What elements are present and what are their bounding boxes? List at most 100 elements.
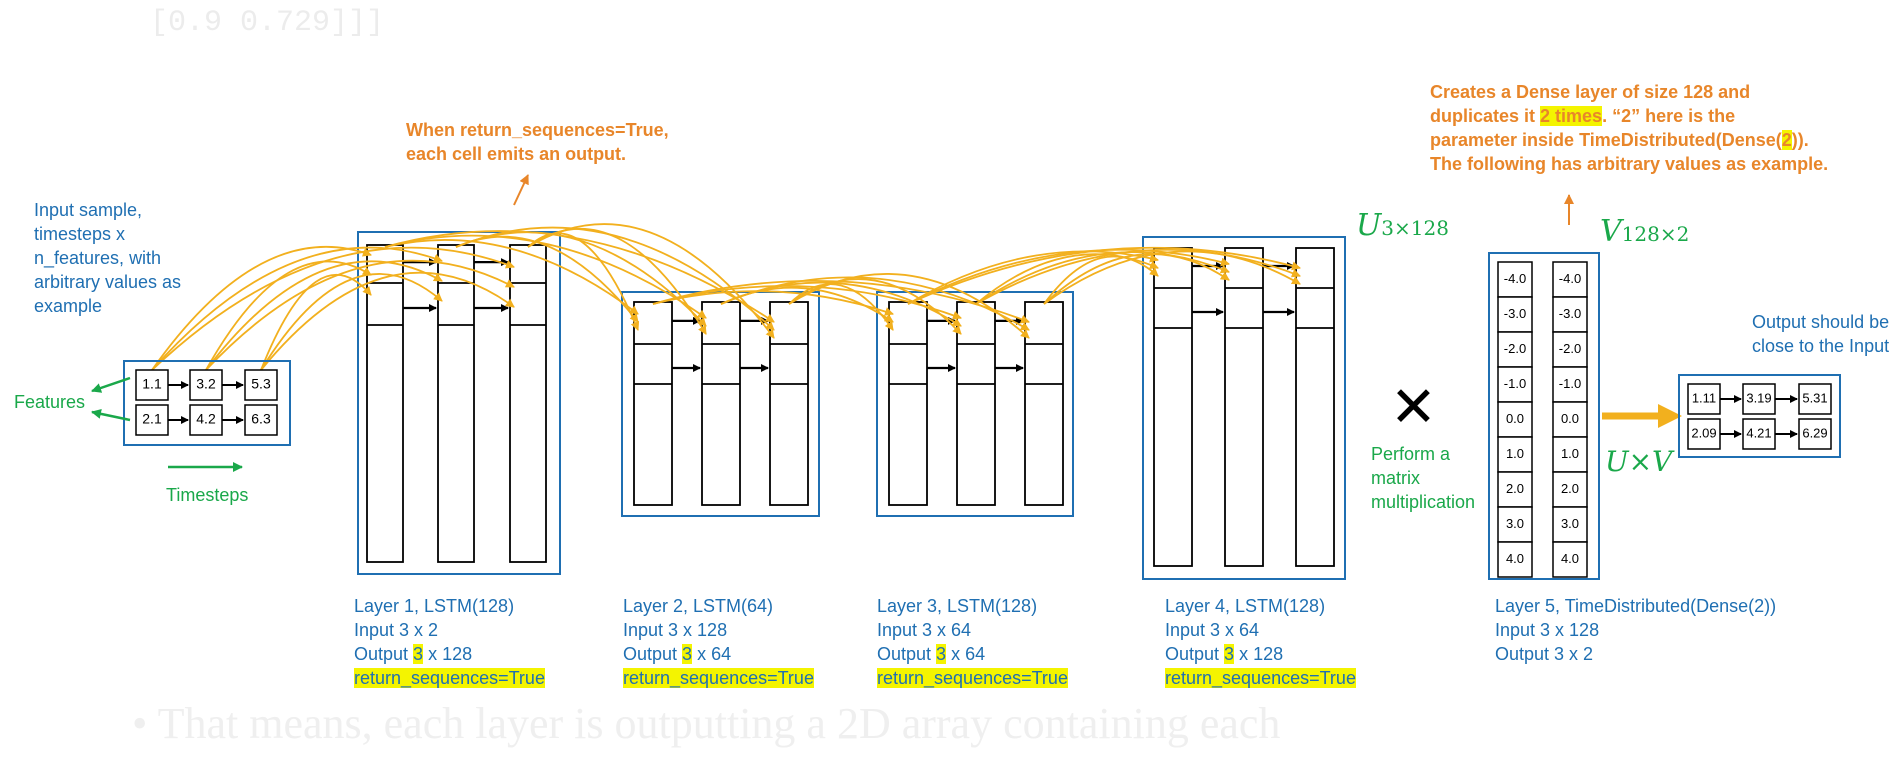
note-text: duplicates it — [1430, 106, 1541, 126]
layer-input: Input 3 x 2 — [354, 620, 439, 640]
input-value: 5.3 — [251, 376, 271, 392]
connection-curve — [151, 246, 443, 371]
dense-value: 0.0 — [1506, 411, 1524, 426]
output-value: 2.09 — [1691, 425, 1716, 440]
lstm-cell — [509, 244, 547, 563]
layer-output: Output 3 x 2 — [1495, 644, 1594, 664]
output-value: 1.11 — [1692, 390, 1716, 405]
layer-output: Output 3 x 64 — [623, 642, 814, 666]
input-desc-line: arbitrary values as — [34, 272, 182, 292]
layer-title: Layer 1, LSTM(128) — [354, 596, 515, 616]
dense-value: 2.0 — [1561, 481, 1579, 496]
dense-cell — [1552, 436, 1588, 473]
v-base: V — [1600, 214, 1622, 249]
matmul-label: Perform a matrix multiplication — [1371, 442, 1475, 514]
layer-output: Output 3 x 128 — [354, 642, 545, 666]
caption-text: Output — [877, 644, 937, 664]
dense-value: -3.0 — [1504, 306, 1526, 321]
input-value: 6.3 — [251, 411, 271, 427]
note-line: duplicates it 2 times. “2” here is the — [1430, 104, 1828, 128]
caption-text: x 128 — [423, 644, 473, 664]
output-label-line: close to the Input — [1752, 336, 1890, 356]
note-text: parameter inside TimeDistributed(Dense( — [1430, 130, 1782, 150]
output-value: 6.29 — [1802, 425, 1827, 440]
output-value: 4.21 — [1746, 425, 1771, 440]
caption-highlight: 3 — [682, 644, 693, 664]
input-cell — [189, 404, 223, 436]
layer-title: Layer 3, LSTM(128) — [877, 596, 1038, 616]
output-label: Output should be close to the Input — [1752, 310, 1889, 358]
layer-title: Layer 2, LSTM(64) — [623, 596, 774, 616]
note-line: When return_sequences=True, — [406, 120, 669, 140]
layer-3-caption: Layer 3, LSTM(128) Input 3 x 64 Output 3… — [877, 594, 1068, 690]
connection-curve — [788, 283, 894, 331]
dense-value: 4.0 — [1561, 551, 1579, 566]
layer-input: Input 3 x 128 — [623, 620, 728, 640]
dense-cell — [1552, 506, 1588, 543]
dense-value: -1.0 — [1504, 376, 1526, 391]
layer-1-caption: Layer 1, LSTM(128) Input 3 x 2 Output 3 … — [354, 594, 545, 690]
caption-highlight: 3 — [1224, 644, 1235, 664]
matmul-line: Perform a — [1371, 444, 1451, 464]
output-value: 3.19 — [1746, 390, 1771, 405]
multiply-icon: ✕ — [1390, 375, 1437, 440]
layer-input: Input 3 x 128 — [1495, 620, 1600, 640]
output-matrix-frame — [1678, 374, 1841, 458]
caption-highlight: 3 — [936, 644, 947, 664]
lstm-cell — [1295, 247, 1335, 567]
caption-text: x 128 — [1234, 644, 1284, 664]
note-highlight: 2 — [1781, 130, 1792, 150]
return-sequences-flag: return_sequences=True — [877, 668, 1068, 688]
input-cell — [244, 404, 278, 436]
lstm-cell — [1024, 301, 1064, 506]
u-matrix-label: U3×128 — [1356, 208, 1449, 243]
connection-curve — [455, 235, 639, 323]
layer-title: Layer 5, TimeDistributed(Dense(2)) — [1495, 596, 1777, 616]
layer-input: Input 3 x 64 — [877, 620, 972, 640]
matmul-line: matrix — [1371, 468, 1420, 488]
return-sequences-note: When return_sequences=True, each cell em… — [406, 118, 669, 166]
connection-curve — [975, 251, 1230, 305]
connection-curve — [151, 246, 515, 371]
layer-2-caption: Layer 2, LSTM(64) Input 3 x 128 Output 3… — [623, 594, 814, 690]
dense-cell — [1552, 541, 1588, 578]
return-sequences-flag: return_sequences=True — [623, 668, 814, 688]
lstm-cell — [888, 301, 928, 506]
caption-text: x 64 — [692, 644, 732, 664]
connection-curve — [975, 253, 1159, 305]
note-text: )). — [1791, 130, 1809, 150]
output-cell — [1798, 418, 1832, 450]
layer-output: Output 3 x 128 — [1165, 642, 1356, 666]
lstm-cell — [701, 301, 741, 506]
lstm-cell — [1153, 247, 1193, 567]
background-bullet-text: • That means, each layer is outputting a… — [132, 699, 1281, 748]
dense-value: -2.0 — [1559, 341, 1581, 356]
output-cell — [1798, 383, 1832, 415]
layer-5-caption: Layer 5, TimeDistributed(Dense(2)) Input… — [1495, 594, 1776, 666]
features-arrow — [91, 376, 131, 393]
v-subscript: 128×2 — [1621, 222, 1690, 246]
connection-curve — [907, 248, 1230, 305]
dense-value: -3.0 — [1559, 306, 1581, 321]
lstm-cell — [956, 301, 996, 506]
dense-cell — [1497, 261, 1533, 298]
layer-title: Layer 4, LSTM(128) — [1165, 596, 1326, 616]
input-desc-line: example — [34, 296, 103, 316]
note-line: parameter inside TimeDistributed(Dense(2… — [1430, 128, 1828, 152]
input-cell — [189, 369, 223, 401]
layer-4-caption: Layer 4, LSTM(128) Input 3 x 64 Output 3… — [1165, 594, 1356, 690]
dense-value: -4.0 — [1504, 271, 1526, 286]
output-cell — [1687, 418, 1721, 450]
dense-cell — [1552, 366, 1588, 403]
layer-output: Output 3 x 64 — [877, 642, 1068, 666]
dense-value: -1.0 — [1559, 376, 1581, 391]
features-arrow — [91, 408, 131, 422]
dense-cell — [1497, 331, 1533, 368]
connection-curve — [907, 246, 1301, 305]
input-desc-line: Input sample, — [34, 200, 143, 220]
dense-cell — [1497, 436, 1533, 473]
connection-curve — [151, 246, 372, 371]
input-value: 1.1 — [142, 376, 162, 392]
caption-text: Output — [354, 644, 414, 664]
